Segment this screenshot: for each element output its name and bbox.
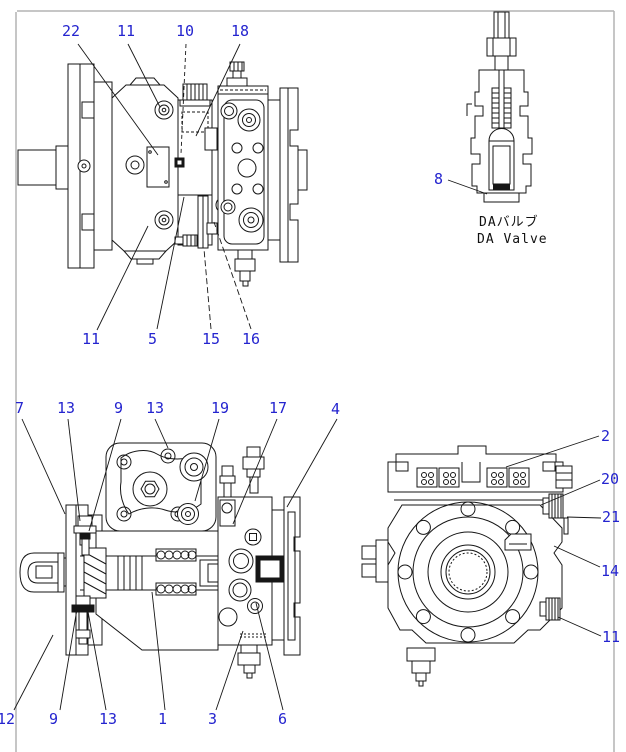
callout-18: 18: [231, 22, 250, 40]
callout-5: 5: [148, 330, 158, 348]
callout-9-b: 9: [49, 710, 59, 728]
callout-21: 21: [602, 508, 621, 526]
callout-14: 14: [601, 562, 620, 580]
page-frame: [15, 10, 615, 752]
leader-13a: [67, 418, 81, 522]
leader-13c: [86, 605, 107, 711]
leader-20: [540, 479, 601, 506]
leader-9a: [88, 418, 122, 532]
callout-13-b: 13: [146, 399, 165, 417]
pump-cross-section-view: [19, 442, 301, 679]
leader-16: [213, 221, 252, 330]
callout-9-a: 9: [114, 399, 124, 417]
leader-4: [286, 418, 338, 508]
callout-8: 8: [434, 170, 444, 188]
leader-11c: [557, 616, 602, 637]
leader-2: [505, 435, 600, 468]
leader-15: [203, 248, 212, 330]
leader-9b: [59, 608, 78, 711]
leader-1: [151, 591, 166, 711]
da-valve-label-en: DA Valve: [477, 232, 548, 247]
callout-11-b: 11: [82, 330, 101, 348]
callout-19: 19: [211, 399, 230, 417]
callout-20: 20: [601, 470, 620, 488]
callout-16: 16: [242, 330, 261, 348]
da-valve-section-view: [466, 11, 533, 203]
leader-lines: [13, 43, 602, 711]
callout-11-a: 11: [117, 22, 136, 40]
callout-22: 22: [62, 22, 81, 40]
callout-1: 1: [158, 710, 168, 728]
callout-4: 4: [331, 400, 341, 418]
pump-side-view: [17, 61, 308, 287]
leader-18: [195, 43, 241, 137]
leader-5: [156, 196, 185, 330]
leader-6: [255, 602, 284, 711]
callout-17: 17: [269, 399, 288, 417]
leader-22: [77, 43, 159, 156]
leader-7: [21, 418, 66, 515]
callout-12: 12: [0, 710, 16, 728]
callout-13-c: 13: [99, 710, 118, 728]
callout-6: 6: [278, 710, 288, 728]
callout-10: 10: [176, 22, 195, 40]
leader-14: [553, 545, 601, 568]
leader-13b: [154, 418, 169, 449]
pump-end-view: [361, 445, 573, 687]
leader-11-top: [127, 43, 161, 108]
da-valve-label-jp: DAバルブ: [479, 215, 539, 230]
callout-15: 15: [202, 330, 221, 348]
callout-11-c: 11: [602, 628, 621, 646]
leader-10: [180, 43, 187, 155]
leader-3: [215, 630, 244, 711]
leader-21: [566, 516, 602, 519]
callout-3: 3: [208, 710, 218, 728]
callout-7: 7: [15, 399, 25, 417]
leader-11-bottom: [96, 225, 149, 331]
leader-12: [13, 634, 54, 711]
callout-2: 2: [601, 427, 611, 445]
leader-19: [194, 418, 220, 502]
leader-8: [447, 179, 488, 195]
callout-13-a: 13: [57, 399, 76, 417]
leader-17: [232, 418, 278, 525]
